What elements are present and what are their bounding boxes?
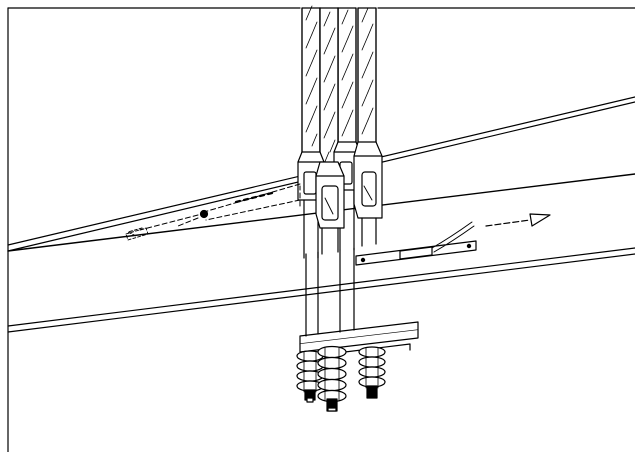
insulator-1 [296, 350, 324, 403]
cable-4 [357, 7, 377, 149]
support-rods [305, 247, 355, 337]
insertion-path [139, 183, 301, 231]
identification-plate [355, 221, 477, 266]
insulators [296, 345, 386, 412]
cable-lug-2 [315, 161, 345, 255]
cable-1 [301, 5, 321, 159]
cable-bundle [301, 5, 377, 169]
direction-arrow-left [127, 227, 143, 237]
cable-lug-4 [353, 141, 383, 247]
insulator-2 [317, 345, 347, 412]
cable-3 [337, 7, 357, 149]
cable-lugs [297, 141, 383, 259]
direction-arrow-right [485, 213, 551, 227]
insulator-3 [358, 346, 386, 399]
cable-2 [319, 7, 339, 169]
insertion-path-hardware [125, 191, 274, 241]
drawing-frame [7, 7, 635, 452]
